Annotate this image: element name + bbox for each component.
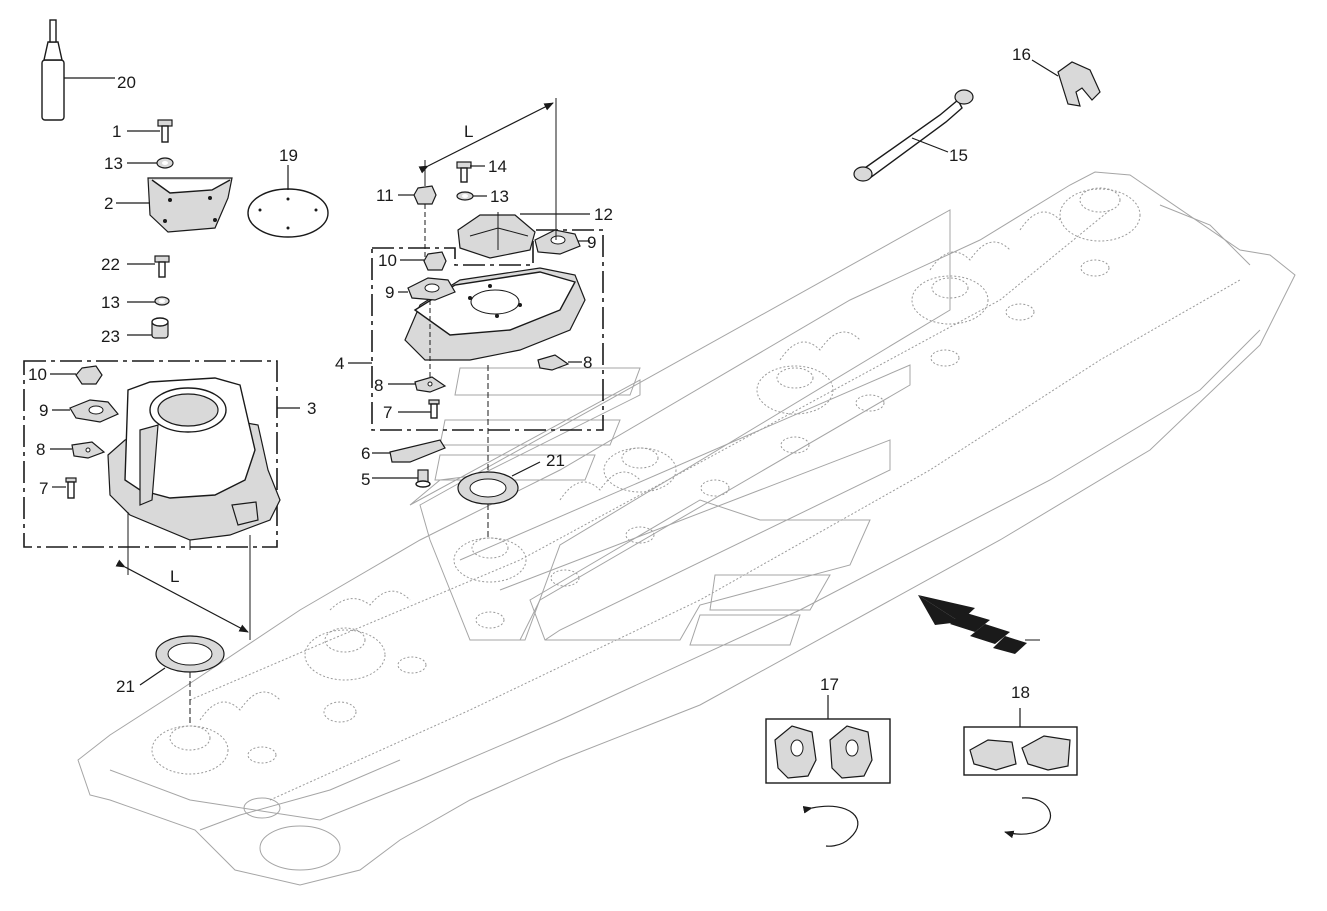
disc-ghost-6 — [911, 275, 989, 325]
label-18: 18 — [1011, 683, 1030, 702]
label-7-left: 7 — [39, 479, 48, 498]
label-8-left: 8 — [36, 440, 45, 459]
part-14-bolt — [456, 161, 485, 183]
part-6-knife — [372, 439, 446, 463]
part-21-gasket-ring-lower — [139, 635, 225, 725]
label-23: 23 — [101, 327, 120, 346]
disc-ghost-2 — [304, 627, 386, 681]
part-7-bolt-center — [398, 399, 440, 419]
label-8-center: 8 — [374, 376, 383, 395]
part-20-grease-tube — [41, 19, 115, 121]
label-4: 4 — [335, 354, 344, 373]
part-23-spacer — [127, 317, 169, 339]
dimension-label-l-left: L — [170, 567, 179, 586]
part-8-plate-center-right — [537, 354, 582, 371]
label-1: 1 — [112, 122, 121, 141]
dimension-l-top — [418, 98, 557, 240]
part-21-gasket-ring-upper — [457, 365, 541, 540]
label-9-center: 9 — [385, 283, 394, 302]
part-17-skid-set-ccw — [765, 695, 891, 847]
label-21-upper: 21 — [546, 451, 565, 470]
part-9-skid-left — [52, 399, 119, 423]
label-8-right: 8 — [583, 353, 592, 372]
label-5: 5 — [361, 470, 370, 489]
label-7-center: 7 — [383, 403, 392, 422]
part-16-clip — [1031, 59, 1101, 107]
label-12: 12 — [594, 205, 613, 224]
rotation-direction-plates-ghost — [409, 209, 951, 646]
part-22-bolt — [127, 255, 170, 278]
label-2: 2 — [104, 194, 113, 213]
part-10-nut-left — [50, 365, 103, 385]
part-5-knife-bolt — [372, 469, 431, 488]
label-10-left: 10 — [28, 365, 47, 384]
part-9-skid-center-right — [534, 229, 590, 255]
label-22: 22 — [101, 255, 120, 274]
label-11: 11 — [376, 186, 394, 205]
label-15: 15 — [949, 146, 968, 165]
disc-ghost-7 — [1059, 187, 1141, 242]
part-13-washer-mid — [127, 296, 170, 306]
label-20: 20 — [117, 73, 136, 92]
label-14: 14 — [488, 157, 507, 176]
dimension-label-l-top: L — [464, 122, 473, 141]
label-13-top: 13 — [104, 154, 123, 173]
part-15-wrench — [853, 89, 974, 182]
disc-ghost-3 — [453, 537, 527, 583]
part-12-cap — [457, 212, 590, 259]
part-1-bolt — [127, 119, 173, 143]
part-11-nut — [398, 185, 437, 260]
dimension-l-left — [115, 512, 251, 640]
cutter-discs-ghost — [151, 187, 1141, 775]
gear-ghost-row — [247, 259, 1110, 764]
disc-ghost-5 — [756, 365, 834, 415]
label-16: 16 — [1012, 45, 1031, 64]
label-17: 17 — [820, 675, 839, 694]
cutter-bar-outline — [77, 171, 1296, 886]
part-18-skid-set-cw — [963, 708, 1078, 839]
disc-ghost-1 — [151, 725, 229, 775]
part-10-nut-center — [400, 251, 447, 271]
disc-ghost-4 — [603, 447, 677, 493]
part-8-plate-left — [50, 441, 106, 459]
part-13-washer-right — [456, 191, 487, 201]
label-9-left: 9 — [39, 401, 48, 420]
label-10-center: 10 — [378, 251, 397, 270]
label-3: 3 — [307, 399, 316, 418]
part-19-gasket — [247, 165, 329, 238]
part-7-bolt-left — [52, 477, 77, 499]
label-6: 6 — [361, 444, 370, 463]
part-13-washer-top — [127, 157, 174, 169]
label-13-right: 13 — [490, 187, 509, 206]
part-2-protection-plate — [116, 177, 233, 233]
callout-labels: 20 1 13 2 19 22 13 23 10 9 8 7 3 21 L L … — [28, 45, 1031, 702]
part-9-skid-center-left — [398, 277, 456, 380]
label-9-right: 9 — [587, 233, 596, 252]
direction-of-travel-arrow — [918, 595, 1040, 654]
part-8-plate-center-left — [388, 376, 447, 393]
label-13-mid: 13 — [101, 293, 120, 312]
label-21-lower: 21 — [116, 677, 135, 696]
label-19: 19 — [279, 146, 298, 165]
part-3-group-box — [23, 360, 300, 550]
